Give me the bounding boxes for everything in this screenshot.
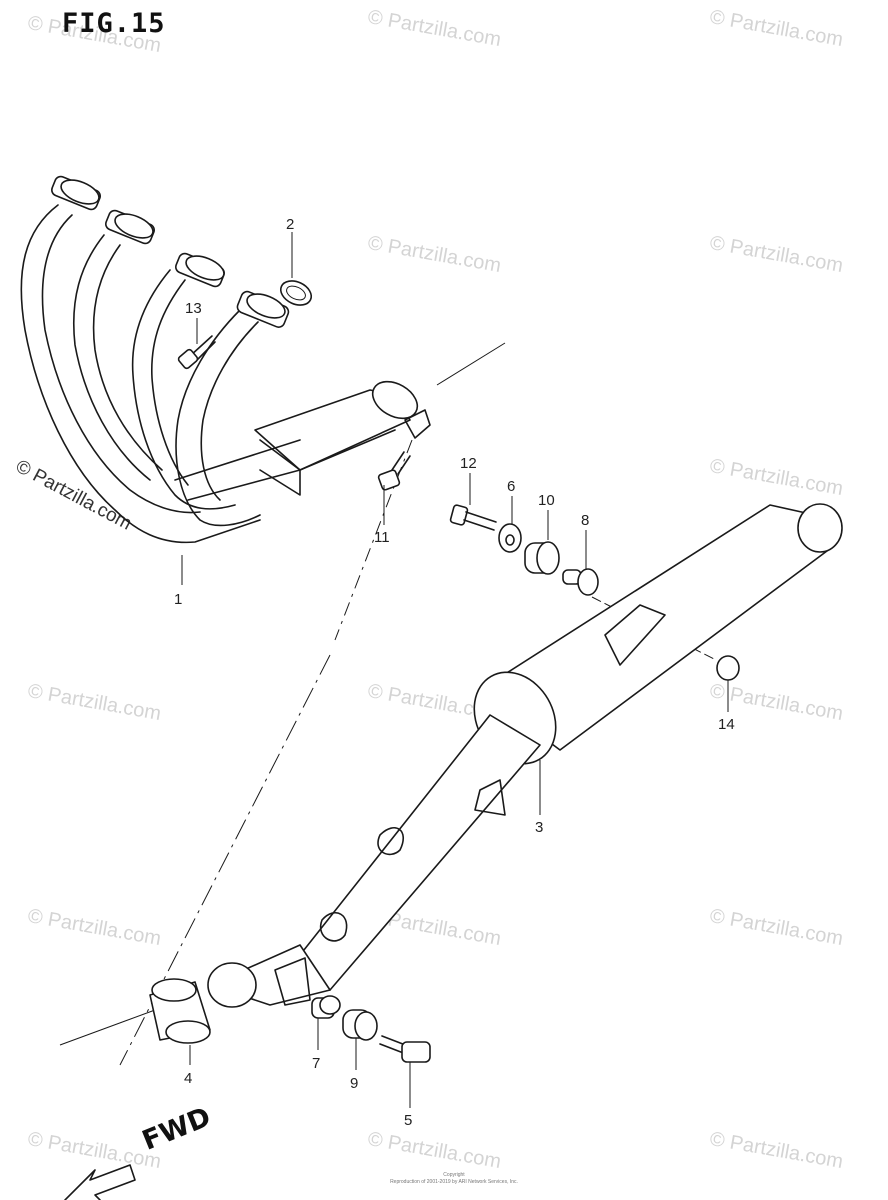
bolt	[449, 504, 497, 531]
callout-4[interactable]: 4	[184, 1070, 193, 1087]
copyright-footer: Copyright Reproduction of 2001-2019 by A…	[384, 1172, 524, 1186]
footer-line-2: Reproduction of 2001-2019 by ARI Network…	[390, 1179, 518, 1185]
bolt	[177, 335, 216, 370]
spacer	[562, 568, 599, 596]
bolt	[377, 451, 411, 491]
callout-13[interactable]: 13	[185, 300, 202, 317]
callout-3[interactable]: 3	[535, 819, 544, 836]
nut	[716, 655, 740, 681]
figure-title: FIG.15	[62, 8, 166, 39]
callout-2[interactable]: 2	[286, 216, 295, 233]
callout-12[interactable]: 12	[460, 455, 477, 472]
callout-10[interactable]: 10	[538, 492, 555, 509]
forward-arrow	[64, 1164, 136, 1200]
muffler	[207, 503, 843, 1008]
leader-lines	[181, 232, 729, 1108]
cushion-rubber	[342, 1009, 378, 1041]
callout-9[interactable]: 9	[350, 1075, 359, 1092]
footer-line-1: Copyright	[443, 1172, 465, 1178]
callout-1[interactable]: 1	[174, 591, 183, 608]
callout-14[interactable]: 14	[718, 716, 735, 733]
callout-11[interactable]: 11	[374, 529, 390, 546]
sleeve	[149, 978, 211, 1044]
bushing	[311, 995, 341, 1019]
callout-5[interactable]: 5	[404, 1112, 413, 1129]
callout-8[interactable]: 8	[581, 512, 590, 529]
callout-7[interactable]: 7	[312, 1055, 321, 1072]
bolt	[379, 1035, 431, 1063]
cushion-rubber	[524, 541, 560, 575]
callout-6[interactable]: 6	[507, 478, 516, 495]
exhaust-header-pipes	[20, 175, 431, 544]
